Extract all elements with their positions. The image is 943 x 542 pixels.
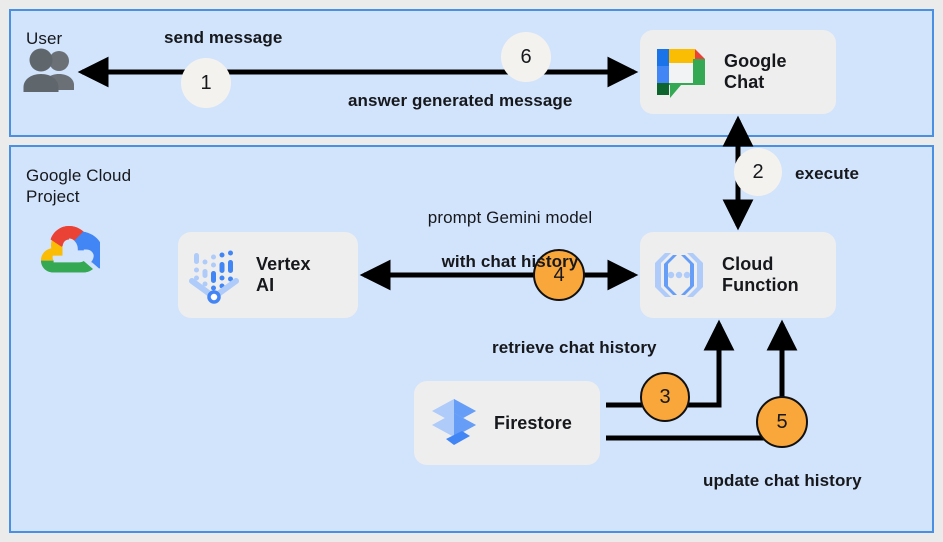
flow-label-execute: execute [795,164,860,183]
step-badge-4: 4 [533,249,585,301]
panel-user-title: User [26,29,63,48]
flow-label-prompt-gemini: prompt Gemini model with chat history [410,185,610,295]
users-icon [23,48,74,92]
card-firestore[interactable]: Firestore [414,381,600,465]
flow-label-prompt-line2: with chat history [441,252,579,271]
flow-label-retrieve-chat-history: retrieve chat history [492,338,657,357]
step-badge-1: 1 [181,58,231,108]
card-vertex-ai-label: Vertex AI [256,254,311,295]
step-badge-5: 5 [756,396,808,448]
card-cloud-function-label: Cloud Function [722,254,799,295]
google-cloud-icon [41,226,100,273]
flow-label-send-message: send message [164,28,283,47]
step-badge-3: 3 [640,372,690,422]
step-badge-2: 2 [734,148,782,196]
flow-label-answer-generated: answer generated message [348,91,573,110]
flow-label-update-chat-history: update chat history [703,471,862,490]
google-chat-icon [650,43,712,101]
card-firestore-label: Firestore [494,412,572,433]
card-google-chat[interactable]: Google Chat [640,30,836,114]
cloud-function-icon [648,245,710,305]
flow-label-prompt-line1: prompt Gemini model [427,208,593,227]
vertex-ai-icon [188,245,246,305]
firestore-icon [426,395,482,451]
card-cloud-function[interactable]: Cloud Function [640,232,836,318]
card-google-chat-label: Google Chat [724,51,787,92]
panel-gcp-title: Google Cloud Project [26,166,132,206]
step-badge-6: 6 [501,32,551,82]
card-vertex-ai[interactable]: Vertex AI [178,232,358,318]
